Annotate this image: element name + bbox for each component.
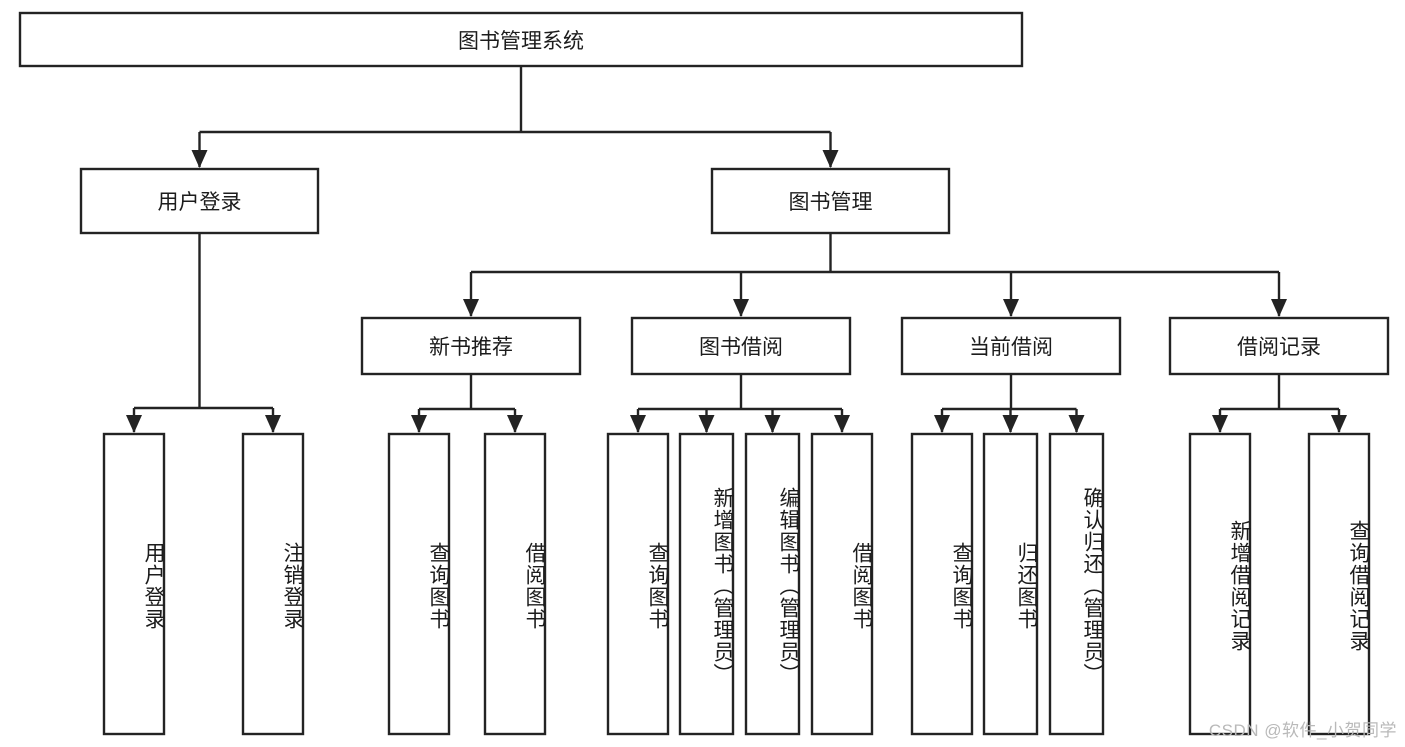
connector-layer xyxy=(126,66,1347,433)
arrow-head-borrow-record xyxy=(1271,299,1287,317)
arrow-head-book-borrow xyxy=(733,299,749,317)
node-box-leaf-query-book-recommend xyxy=(387,432,451,736)
arrow-head-leaf-add-borrow-record xyxy=(1212,415,1228,433)
arrow-head-current-borrow xyxy=(1003,299,1019,317)
node-box-leaf-borrow-book xyxy=(810,432,874,736)
node-box-user-login xyxy=(79,167,320,235)
arrow-head-leaf-add-book-admin xyxy=(698,415,715,433)
node-box-leaf-edit-book-admin xyxy=(744,432,801,736)
arrow-head-leaf-query-borrow-record xyxy=(1331,415,1347,433)
node-box-root xyxy=(18,11,1024,68)
node-box-leaf-add-borrow-record xyxy=(1188,432,1252,736)
node-box-leaf-user-login xyxy=(102,432,166,736)
arrow-head-new-book-recommend xyxy=(463,299,479,317)
node-box-leaf-logout xyxy=(241,432,305,736)
arrow-head-leaf-user-login xyxy=(126,415,142,433)
node-box-leaf-return-book xyxy=(982,432,1039,736)
node-box-current-borrow xyxy=(900,316,1122,376)
node-box-leaf-add-book-admin xyxy=(678,432,735,736)
node-box-leaf-borrow-book-recommend xyxy=(483,432,547,736)
node-box-leaf-query-borrow-record xyxy=(1307,432,1371,736)
arrow-head-leaf-query-book-borrow xyxy=(630,415,646,433)
node-box-leaf-confirm-return-admin xyxy=(1048,432,1105,736)
node-box-leaf-query-book-current xyxy=(910,432,974,736)
arrow-head-leaf-edit-book-admin xyxy=(764,415,781,433)
box-layer xyxy=(18,11,1390,736)
node-box-new-book-recommend xyxy=(360,316,582,376)
arrow-head-leaf-borrow-book-recommend xyxy=(507,415,523,433)
arrow-head-leaf-query-book-current xyxy=(934,415,950,433)
arrow-head-book-management xyxy=(822,150,839,168)
arrow-head-user-login xyxy=(191,150,208,168)
node-box-book-borrow xyxy=(630,316,852,376)
arrow-head-leaf-return-book xyxy=(1002,415,1019,433)
arrow-head-leaf-borrow-book xyxy=(834,415,850,433)
node-box-leaf-query-book-borrow xyxy=(606,432,670,736)
arrow-head-leaf-query-book-recommend xyxy=(411,415,427,433)
node-box-borrow-record xyxy=(1168,316,1390,376)
node-box-book-management xyxy=(710,167,951,235)
arrow-head-leaf-logout xyxy=(265,415,281,433)
arrow-head-leaf-confirm-return-admin xyxy=(1068,415,1085,433)
